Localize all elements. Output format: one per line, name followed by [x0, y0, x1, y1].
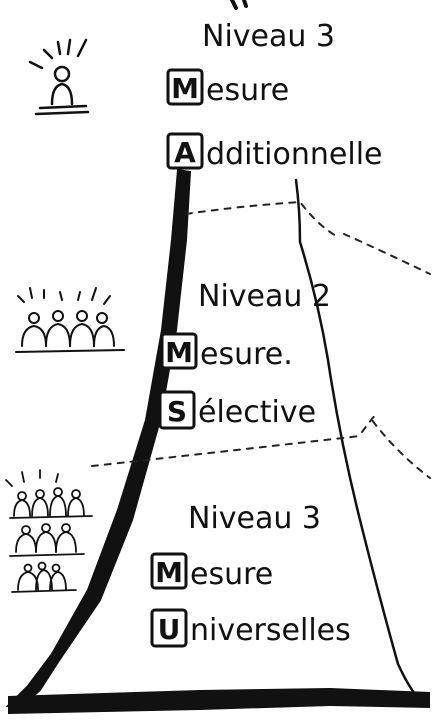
pyramid-right-edge — [294, 178, 422, 702]
divider-top — [185, 200, 341, 239]
level-top-word1-initial: M — [171, 72, 199, 105]
level-top-heading: Niveau 3 — [202, 19, 335, 54]
level-bottom-word1-rest: esure — [190, 557, 273, 592]
level-bottom-word2-rest: niverselles — [190, 613, 351, 648]
level-middle-word2-initial: S — [167, 395, 187, 428]
level-top-word1-rest: esure — [206, 73, 289, 108]
pyramid-outline — [5, 0, 430, 714]
level-bottom-word1-initial: M — [155, 556, 183, 589]
level-bottom: Niveau 3 M esure U niverselles — [150, 501, 351, 648]
level-top-word2-initial: A — [174, 136, 196, 169]
level-top-word2-initial-box — [166, 132, 204, 170]
large-crowd-icon — [5, 469, 93, 593]
divider-middle — [91, 435, 361, 467]
level-middle: Niveau 2 M esure. S élective — [158, 279, 331, 430]
level-middle-word1-rest: esure. — [200, 337, 293, 372]
level-middle-word2-initial-box — [158, 390, 196, 430]
level-bottom-word1-initial-box — [150, 552, 188, 590]
level-top: Niveau 3 M esure A dditionnelle — [166, 19, 382, 172]
small-group-icon — [15, 287, 125, 353]
pyramid-top-tip — [230, 0, 248, 10]
level-middle-word1-initial-box — [160, 332, 198, 370]
pyramid-base — [8, 688, 430, 714]
level-middle-heading: Niveau 2 — [198, 279, 331, 314]
divider-top-extension — [343, 233, 431, 275]
level-bottom-word2-initial: U — [158, 613, 181, 646]
level-top-word1-initial-box — [166, 68, 204, 106]
single-person-icon — [28, 38, 90, 116]
level-dividers — [91, 200, 431, 479]
level-bottom-word2-initial-box — [150, 608, 188, 648]
divider-middle-extension — [361, 415, 431, 479]
level-middle-word2-rest: élective — [198, 395, 316, 430]
level-bottom-heading: Niveau 3 — [188, 501, 321, 536]
level-middle-word1-initial: M — [165, 336, 193, 369]
level-top-word2-rest: dditionnelle — [206, 137, 382, 172]
